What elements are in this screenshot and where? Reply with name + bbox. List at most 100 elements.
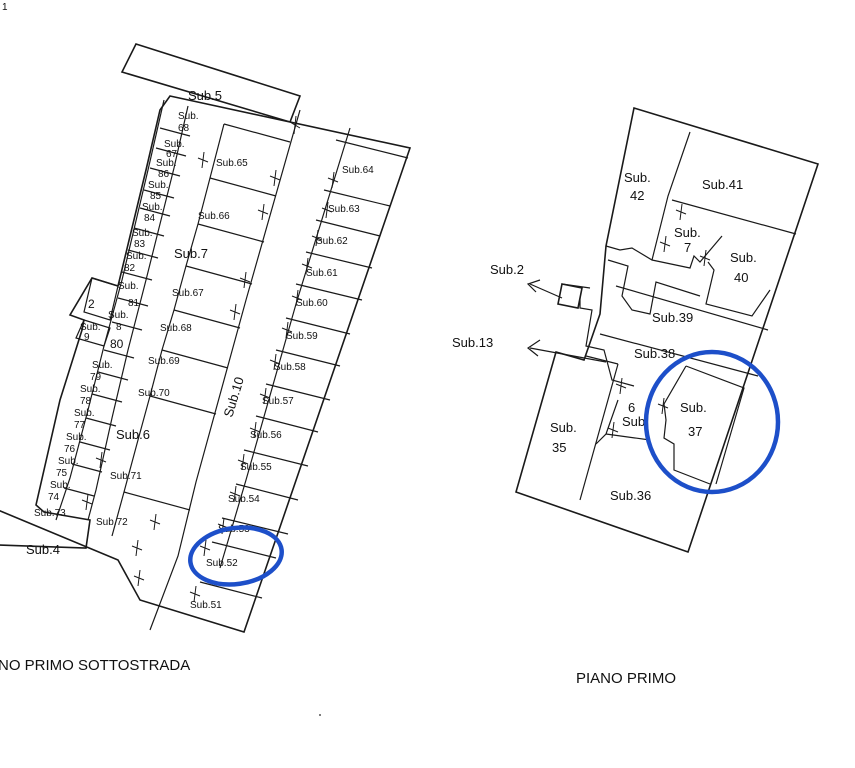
label-sub66: Sub.66 [198, 211, 230, 222]
label-sub37-a: Sub. [680, 400, 707, 415]
left-plan [0, 43, 412, 633]
label-sub71: Sub.71 [110, 471, 142, 482]
label-sub40-b: 40 [734, 270, 748, 285]
label-sub79-a: Sub. [92, 360, 113, 371]
wall-right-outline [515, 106, 820, 554]
label-sub84-a: Sub. [142, 202, 163, 213]
label-sub8-b: 8 [116, 322, 122, 333]
label-sub8-a: Sub. [108, 310, 129, 321]
wall-small-dividers [63, 127, 191, 497]
label-sub7: Sub.7 [174, 246, 208, 261]
label-sub37-b: 37 [688, 424, 702, 439]
wall-ticks-right [607, 203, 711, 439]
label-sub39: Sub.39 [652, 310, 693, 325]
label-sub4: Sub.4 [26, 542, 60, 557]
label-sub6: Sub.6 [116, 427, 150, 442]
label-sub54: Sub.54 [228, 494, 260, 505]
wall-right-units [199, 139, 409, 599]
label-sub51: Sub.51 [190, 600, 222, 611]
label-sub69: Sub.69 [148, 356, 180, 367]
label-sub35-a: Sub. [550, 420, 577, 435]
label-sub67: Sub.67 [172, 288, 204, 299]
corner-mark: 1 [2, 2, 8, 13]
label-sub67-b: 67 [166, 149, 178, 160]
label-sub36: Sub.36 [610, 488, 651, 503]
label-sub81-a: Sub. [118, 281, 139, 292]
label-sub68: Sub.68 [160, 323, 192, 334]
label-sub86-a: Sub. [156, 158, 177, 169]
right-plan [515, 106, 820, 554]
label-sub42-a: Sub. [624, 170, 651, 185]
label-sub40-a: Sub. [730, 250, 757, 265]
label-sub38: Sub.38 [634, 346, 675, 361]
label-sub81-b: 81 [128, 298, 140, 309]
label-sub68-b: 68 [178, 123, 190, 134]
label-sub7-b: 7 [684, 240, 691, 255]
highlight-circle-sub37 [643, 349, 781, 495]
label-sub74-a: Sub. [50, 480, 71, 491]
corridor-right-wall [219, 127, 351, 569]
wall-sub2-box [557, 283, 583, 309]
label-sub73: Sub.73 [34, 508, 66, 519]
label-sub9-b: 9 [84, 332, 90, 343]
label-sub67-a: Sub. [164, 139, 185, 150]
label-sub82-a: Sub. [126, 251, 147, 262]
label-sub75-a: Sub. [58, 456, 79, 467]
label-sub74-b: 74 [48, 492, 60, 503]
label-sub68-a: Sub. [178, 111, 199, 122]
wall-left-units [111, 123, 291, 537]
label-sub7-a: Sub. [674, 225, 701, 240]
right-plan-caption: PIANO PRIMO [576, 670, 676, 687]
label-sub65: Sub.65 [216, 158, 248, 169]
label-sub56: Sub.56 [250, 430, 282, 441]
label-sub76-a: Sub. [66, 432, 87, 443]
label-sub58: Sub.58 [274, 362, 306, 373]
label-sub78-a: Sub. [80, 384, 101, 395]
label-sub72: Sub.72 [96, 517, 128, 528]
label-sub78-b: 78 [80, 396, 92, 407]
left-plan-caption: NO PRIMO SOTTOSTRADA [0, 657, 190, 674]
label-sub83-a: Sub. [132, 228, 153, 239]
label-sub84-b: 84 [144, 213, 156, 224]
label-sub70: Sub.70 [138, 388, 170, 399]
scan-speck [319, 714, 321, 716]
label-sub63: Sub.63 [328, 204, 360, 215]
arrow-sub2 [529, 283, 563, 299]
highlight-circle-sub52 [188, 525, 284, 587]
label-sub85-a: Sub. [148, 180, 169, 191]
wall-left-strip-inner [87, 105, 189, 521]
label-sub64: Sub.64 [342, 165, 374, 176]
label-sub42-b: 42 [630, 188, 644, 203]
arrowhead-sub2 [526, 279, 541, 293]
arrow-sub13 [529, 347, 607, 363]
label-sub76-b: 76 [64, 444, 76, 455]
label-sub79-b: 79 [90, 372, 102, 383]
label-sub57: Sub.57 [262, 396, 294, 407]
label-sub86-b: 86 [158, 169, 170, 180]
label-sub2: 2 [88, 297, 95, 311]
label-sub83-b: 83 [134, 239, 146, 250]
label-sub75-b: 75 [56, 468, 68, 479]
label-sub77-b: 77 [74, 420, 86, 431]
label-sub52: Sub.52 [206, 558, 238, 569]
corridor-left-wall [149, 109, 301, 631]
wall-ticks-left [81, 115, 339, 603]
label-sub35-b: 35 [552, 440, 566, 455]
label-sub80: 80 [110, 337, 124, 351]
label-sub2-right: Sub.2 [490, 262, 524, 277]
label-sub82-b: 82 [124, 263, 136, 274]
arrowhead-sub13 [526, 339, 541, 357]
label-sub13: Sub.13 [452, 335, 493, 350]
label-sub55: Sub.55 [240, 462, 272, 473]
right-plan-labels: Sub. 42 Sub.41 Sub. 7 Sub. 40 Sub.2 Sub.… [452, 170, 757, 503]
label-sub9-a: Sub. [80, 322, 101, 333]
label-sub5: Sub.5 [188, 88, 222, 103]
label-sub62: Sub.62 [316, 236, 348, 247]
label-sub60: Sub.60 [296, 298, 328, 309]
label-sub41: Sub.41 [702, 177, 743, 192]
label-sub59: Sub.59 [286, 331, 318, 342]
label-sub85-b: 85 [150, 191, 162, 202]
label-sub6-a: 6 [628, 400, 635, 415]
label-sub61: Sub.61 [306, 268, 338, 279]
